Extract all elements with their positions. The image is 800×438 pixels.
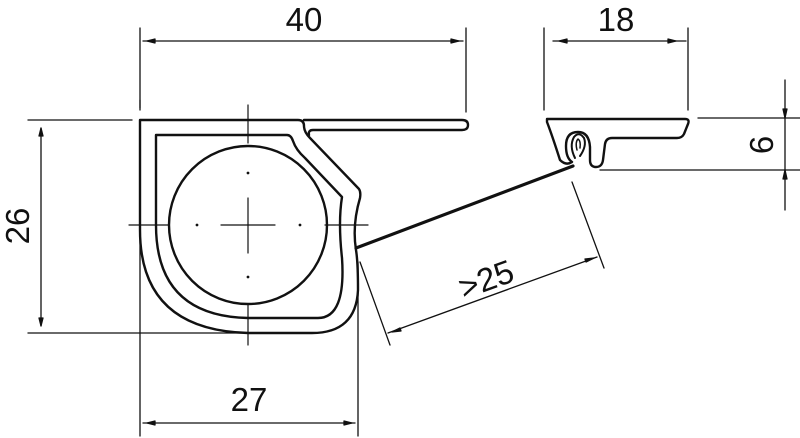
end-clip — [545, 117, 690, 169]
profile-inner-contour — [154, 133, 344, 320]
dimension-40 — [139, 27, 467, 113]
profile-top-flange — [302, 118, 470, 137]
dimension-label-6: 6 — [743, 136, 780, 154]
dimension-label-27: 27 — [231, 381, 268, 418]
dimension-6 — [599, 79, 800, 211]
dimension-26 — [27, 119, 251, 334]
dimension-label-18: 18 — [598, 1, 635, 38]
dimension-label-cable: >25 — [453, 252, 518, 306]
dimension-cable-length — [359, 181, 605, 346]
dimension-label-40: 40 — [286, 1, 323, 38]
brush-strip — [354, 164, 575, 250]
dimension-label-26: 26 — [0, 208, 36, 245]
centre-lines — [128, 99, 369, 346]
dimension-18 — [543, 27, 689, 111]
cable-circle — [167, 144, 329, 306]
